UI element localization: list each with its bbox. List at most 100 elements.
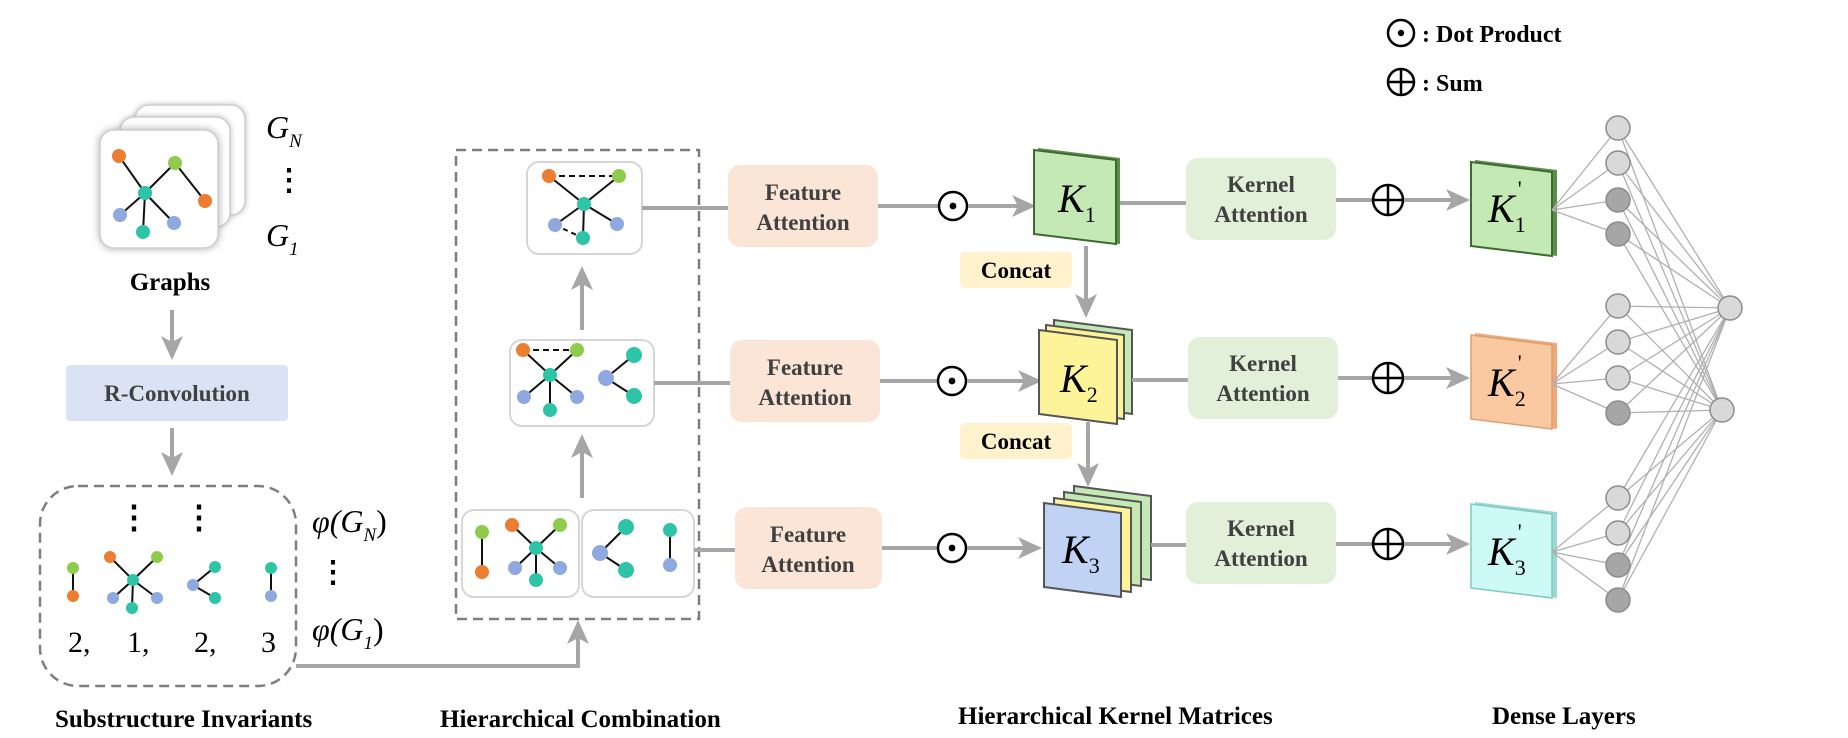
phi-ellipsis: ⋮ [318, 556, 348, 589]
graph-gn-label: GN [266, 109, 303, 152]
dot-product-legend-label: : Dot Product [1422, 22, 1562, 48]
svg-text:K1': K1' [1487, 176, 1526, 237]
combination-level-1-card-a [461, 509, 580, 598]
dense-edge [1617, 305, 1723, 411]
kernel-attention-row-3: Kernel Attention [1186, 502, 1336, 584]
concat-label-2: Concat [981, 429, 1052, 454]
kernel-matrix-k2-prime: K2' [1470, 333, 1557, 430]
dense-edge [1617, 307, 1731, 534]
dense-edge [1617, 409, 1723, 601]
legend: : Dot Product : Sum [1386, 18, 1562, 97]
graph-stack [99, 104, 246, 249]
substructure-count-4: 3 [261, 626, 276, 659]
graph-card [99, 129, 219, 249]
dense-input-neuron [1605, 293, 1631, 319]
graph-g1-label: G1 [266, 217, 299, 260]
graphs-label: Graphs [130, 269, 211, 296]
concat-label-box-1 [960, 252, 1072, 288]
dense-edge [1617, 162, 1731, 309]
sum-legend-label: : Sum [1422, 71, 1483, 97]
kernel-attention-row-3-line-1: Kernel [1227, 516, 1295, 541]
kernel-attention-row-2-line-1: Kernel [1229, 351, 1297, 376]
dense-edge [1617, 409, 1723, 534]
kernel-attention-row-1: Kernel Attention [1186, 158, 1336, 240]
feature-attention-row-2-line-1: Feature [767, 355, 843, 380]
dense-edge [1617, 307, 1731, 566]
concat-label-1: Concat [981, 258, 1052, 283]
dot-product-icon-row-3 [936, 532, 968, 564]
combination-box [454, 148, 701, 621]
graph-ellipsis: ⋮ [274, 164, 304, 197]
dense-edge [1617, 233, 1723, 411]
dense-edge [1617, 409, 1723, 566]
dense-edge [1617, 307, 1731, 601]
dot-product-icon-row-2 [936, 365, 968, 397]
dense-edge [1617, 377, 1723, 411]
dense-edge [1551, 127, 1619, 211]
kernel-matrices-section-title: Hierarchical Kernel Matrices [958, 703, 1273, 730]
dense-input-neuron [1605, 400, 1631, 426]
rconv-label: R-Convolution [104, 381, 250, 406]
dense-input-neuron [1605, 150, 1631, 176]
dense-edge [1551, 162, 1619, 211]
dense-input-neuron [1605, 329, 1631, 355]
phi-gn-label: φ(GN) [312, 503, 387, 546]
substructure-icons [67, 551, 277, 614]
kernel-matrix-k3-prime: K3' [1470, 502, 1557, 599]
dense-edge [1617, 199, 1731, 309]
dense-edge [1551, 341, 1619, 385]
feature-attention-row-2-line-2: Attention [758, 385, 851, 410]
kernel-attention-row-1-line-1: Kernel [1227, 172, 1295, 197]
dense-input-neuron [1605, 485, 1631, 511]
kernel-matrix-k1-prime: K1' [1470, 160, 1557, 258]
sum-icon-row-2 [1371, 361, 1405, 395]
dense-edge [1617, 307, 1731, 414]
dense-edge [1551, 497, 1619, 553]
concat-label-box-2 [960, 423, 1072, 459]
dense-input-neuron [1605, 115, 1631, 141]
svg-text:K3: K3 [1061, 527, 1100, 578]
dense-edge [1617, 307, 1731, 379]
substructure-count-1: 2, [68, 626, 91, 659]
dense-edge [1617, 409, 1723, 499]
feature-attention-row-2: Feature Attention [730, 340, 880, 422]
dense-edge [1551, 551, 1619, 601]
svg-text:K3': K3' [1487, 519, 1526, 580]
sum-icon-row-1 [1371, 183, 1405, 217]
kernel-matrix-k1: K1 [1033, 148, 1120, 246]
dot-product-symbol-dot [1397, 29, 1405, 37]
dense-edge [1617, 305, 1731, 309]
substructure-ellipsis-1: ⋮ [118, 499, 150, 535]
dense-edge [1617, 341, 1723, 411]
substructure-box [38, 484, 298, 688]
dot-product-icon-row-1 [937, 190, 969, 222]
dense-edge [1617, 199, 1723, 411]
dense-input-neuron [1605, 587, 1631, 613]
feature-attention-row-1-line-1: Feature [765, 180, 841, 205]
phi-g1-label: φ(G1) [312, 611, 384, 654]
feature-attention-row-3-line-2: Attention [761, 552, 854, 577]
dense-edge [1551, 305, 1619, 385]
svg-text:K2: K2 [1059, 356, 1098, 407]
combination-level-3-graph [542, 169, 626, 245]
feature-attention-row-3-line-1: Feature [770, 522, 846, 547]
feature-attention-row-1-line-2: Attention [756, 210, 849, 235]
kernel-attention-row-2: Kernel Attention [1188, 337, 1338, 419]
dot-product-symbol-icon [1386, 18, 1416, 48]
kernel-attention-row-3-line-2: Attention [1214, 546, 1307, 571]
dense-edge [1617, 307, 1731, 343]
substructure-count-2: 1, [127, 626, 150, 659]
kernel-matrix-k2: K2 [1038, 318, 1133, 426]
kernel-attention-row-2-line-2: Attention [1216, 381, 1309, 406]
dense-edge [1617, 127, 1731, 309]
dense-edge [1617, 409, 1723, 414]
dense-edge [1617, 162, 1723, 411]
dense-input-neuron [1605, 365, 1631, 391]
feature-attention-row-3: Feature Attention [735, 507, 882, 589]
kernel-matrix-k3: K3 [1043, 484, 1152, 599]
dense-input-neuron [1605, 187, 1631, 213]
dense-input-neuron [1605, 221, 1631, 247]
substructure-count-3: 2, [194, 626, 217, 659]
dense-layers-section-title: Dense Layers [1492, 703, 1636, 730]
dense-edge [1617, 233, 1731, 309]
